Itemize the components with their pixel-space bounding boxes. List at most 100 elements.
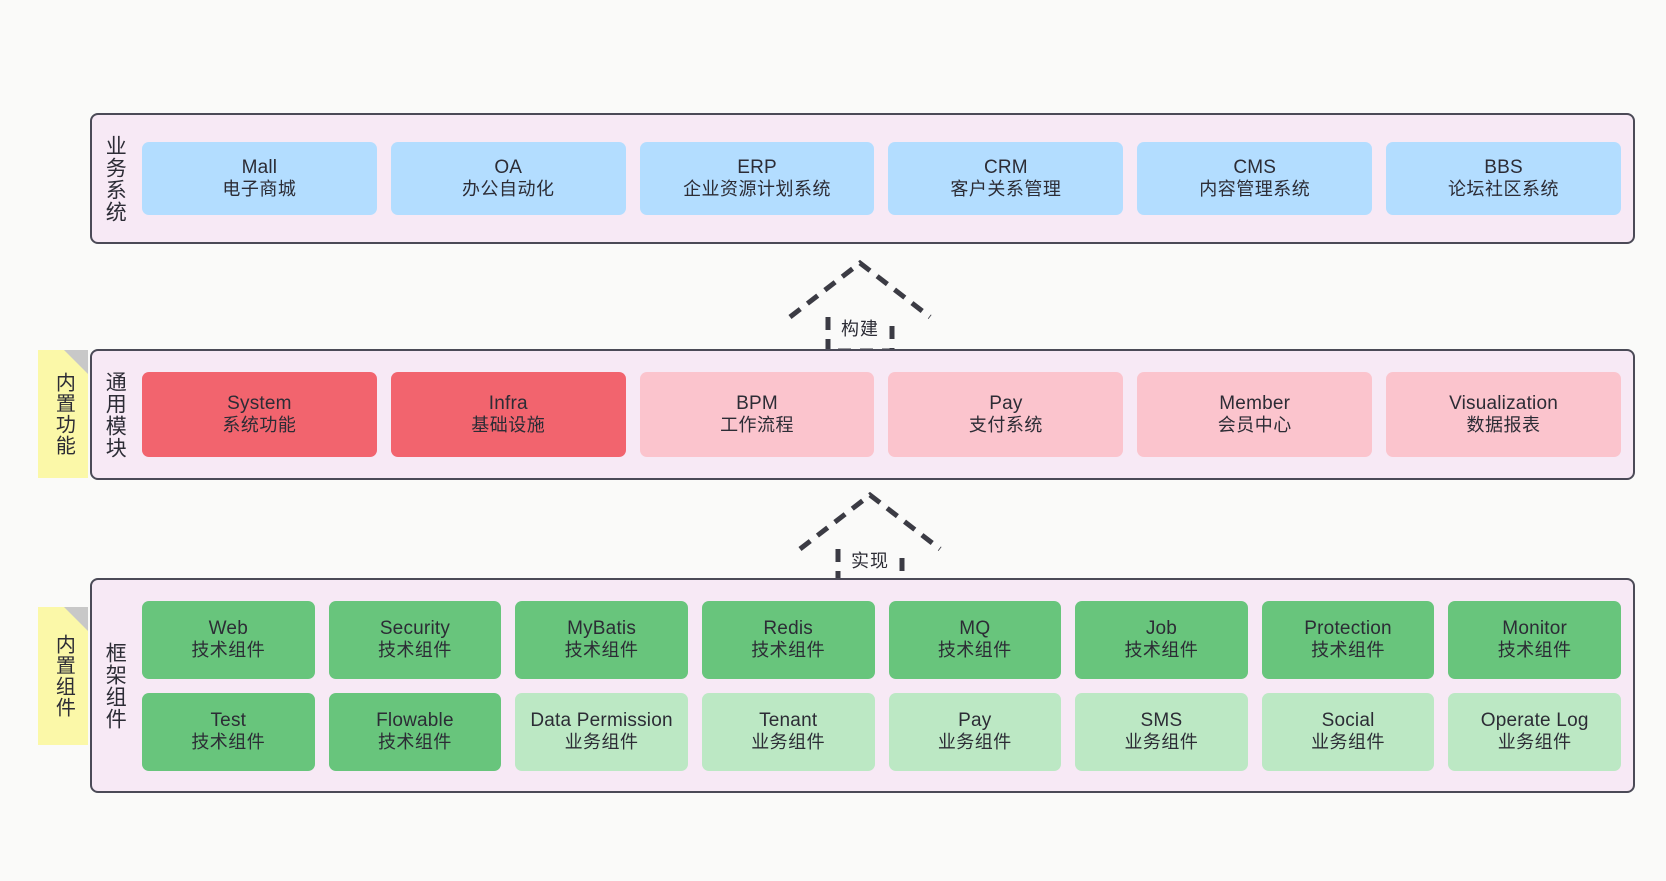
card-title-en: Pay	[989, 392, 1023, 414]
framework-row-technical: Web 技术组件 Security 技术组件 MyBatis 技术组件 Redi…	[142, 600, 1621, 679]
realize-arrow: 实现	[790, 487, 950, 587]
note-built-in-functions: 内置功能	[38, 350, 88, 478]
card-title-en: Redis	[763, 617, 813, 639]
card-monitor[interactable]: Monitor 技术组件	[1448, 600, 1621, 679]
card-title-cn: 业务组件	[1497, 732, 1572, 753]
tier-label-common: 通用模块	[103, 370, 127, 459]
card-title-en: Protection	[1304, 617, 1392, 639]
card-title-cn: 数据报表	[1466, 415, 1541, 436]
tier-body-business: Mall 电子商城 OA 办公自动化 ERP 企业资源计划系统 CRM 客户关系…	[136, 115, 1633, 242]
card-title-en: System	[227, 392, 292, 414]
card-title-en: Tenant	[759, 709, 818, 731]
card-member[interactable]: Member 会员中心	[1137, 372, 1373, 457]
card-title-cn: 技术组件	[377, 732, 452, 753]
card-title-cn: 业务组件	[564, 732, 639, 753]
card-title-cn: 技术组件	[191, 640, 266, 661]
card-tenant[interactable]: Tenant 业务组件	[701, 692, 875, 771]
card-title-cn: 业务组件	[1311, 732, 1386, 753]
card-title-cn: 基础设施	[471, 415, 546, 436]
tier-common-modules: 通用模块 System 系统功能 Infra 基础设施 BPM 工作流程 Pay…	[90, 349, 1635, 480]
card-job[interactable]: Job 技术组件	[1075, 600, 1248, 679]
card-mq[interactable]: MQ 技术组件	[888, 600, 1062, 679]
tier-label-framework: 框架组件	[103, 641, 127, 730]
card-system[interactable]: System 系统功能	[142, 372, 377, 457]
tier-label-business: 业务系统	[103, 134, 127, 223]
tier-business-systems: 业务系统 Mall 电子商城 OA 办公自动化 ERP 企业资源计划系统 CRM…	[90, 113, 1635, 244]
card-title-en: Security	[379, 617, 451, 639]
card-title-cn: 技术组件	[751, 640, 826, 661]
card-title-en: MQ	[959, 617, 991, 639]
card-title-cn: 技术组件	[191, 732, 266, 753]
card-title-cn: 技术组件	[564, 640, 639, 661]
card-title-en: BPM	[736, 392, 778, 414]
build-arrow: 构建	[780, 255, 940, 355]
card-title-en: Monitor	[1502, 617, 1568, 639]
card-title-en: Web	[208, 617, 248, 639]
card-title-en: ERP	[737, 156, 777, 178]
card-title-cn: 企业资源计划系统	[683, 179, 832, 200]
card-oa[interactable]: OA 办公自动化	[390, 142, 626, 215]
card-pay[interactable]: Pay 支付系统	[888, 372, 1124, 457]
card-title-en: Member	[1219, 392, 1291, 414]
card-data-permission[interactable]: Data Permission 业务组件	[515, 692, 688, 771]
card-title-en: BBS	[1484, 156, 1523, 178]
card-flowable[interactable]: Flowable 技术组件	[328, 692, 502, 771]
tier-framework-components: 框架组件 Web 技术组件 Security 技术组件 MyBatis 技术组件…	[90, 578, 1635, 793]
card-title-cn: 内容管理系统	[1199, 179, 1311, 200]
card-title-cn: 技术组件	[1497, 640, 1572, 661]
card-sms[interactable]: SMS 业务组件	[1075, 692, 1248, 771]
card-title-en: CMS	[1233, 156, 1277, 178]
card-bpm[interactable]: BPM 工作流程	[639, 372, 875, 457]
card-title-cn: 技术组件	[377, 640, 452, 661]
card-title-cn: 技术组件	[1311, 640, 1386, 661]
card-test[interactable]: Test 技术组件	[142, 692, 315, 771]
card-title-cn: 电子商城	[222, 179, 297, 200]
card-redis[interactable]: Redis 技术组件	[701, 600, 875, 679]
card-mybatis[interactable]: MyBatis 技术组件	[515, 600, 688, 679]
card-title-en: Job	[1145, 617, 1178, 639]
framework-row-business: Test 技术组件 Flowable 技术组件 Data Permission …	[142, 692, 1621, 771]
card-erp[interactable]: ERP 企业资源计划系统	[639, 142, 875, 215]
card-title-en: CRM	[983, 156, 1028, 178]
card-title-cn: 工作流程	[720, 415, 795, 436]
tier-body-framework: Web 技术组件 Security 技术组件 MyBatis 技术组件 Redi…	[136, 580, 1633, 791]
card-title-cn: 论坛社区系统	[1448, 179, 1560, 200]
card-title-en: Social	[1321, 709, 1375, 731]
card-bbs[interactable]: BBS 论坛社区系统	[1386, 142, 1621, 215]
card-title-en: Visualization	[1449, 392, 1559, 414]
card-title-cn: 业务组件	[751, 732, 826, 753]
card-title-cn: 系统功能	[222, 415, 297, 436]
card-operate-log[interactable]: Operate Log 业务组件	[1448, 692, 1621, 771]
card-mall[interactable]: Mall 电子商城	[142, 142, 377, 215]
card-pay-business[interactable]: Pay 业务组件	[888, 692, 1062, 771]
card-social[interactable]: Social 业务组件	[1261, 692, 1435, 771]
note-fold-corner-icon	[64, 607, 88, 631]
card-title-en: Mall	[241, 156, 278, 178]
card-title-cn: 技术组件	[937, 640, 1012, 661]
card-title-en: Data Permission	[530, 709, 673, 731]
card-web[interactable]: Web 技术组件	[142, 600, 315, 679]
card-title-en: MyBatis	[567, 617, 637, 639]
card-visualization[interactable]: Visualization 数据报表	[1386, 372, 1621, 457]
card-title-en: OA	[494, 156, 523, 178]
card-security[interactable]: Security 技术组件	[328, 600, 502, 679]
card-title-cn: 支付系统	[968, 415, 1043, 436]
card-title-cn: 客户关系管理	[950, 179, 1062, 200]
note-text: 内置功能	[52, 372, 75, 456]
card-title-en: Operate Log	[1480, 709, 1589, 731]
card-protection[interactable]: Protection 技术组件	[1261, 600, 1435, 679]
note-text: 内置组件	[52, 634, 75, 718]
card-title-cn: 会员中心	[1217, 415, 1292, 436]
tier-body-common: System 系统功能 Infra 基础设施 BPM 工作流程 Pay 支付系统…	[136, 351, 1633, 478]
card-cms[interactable]: CMS 内容管理系统	[1137, 142, 1373, 215]
card-crm[interactable]: CRM 客户关系管理	[888, 142, 1124, 215]
card-title-en: Pay	[958, 709, 992, 731]
card-title-cn: 技术组件	[1124, 640, 1199, 661]
card-infra[interactable]: Infra 基础设施	[390, 372, 626, 457]
note-built-in-components: 内置组件	[38, 607, 88, 745]
card-title-en: Test	[210, 709, 247, 731]
card-title-en: Infra	[488, 392, 528, 414]
card-title-cn: 办公自动化	[461, 179, 555, 200]
card-title-en: SMS	[1140, 709, 1183, 731]
